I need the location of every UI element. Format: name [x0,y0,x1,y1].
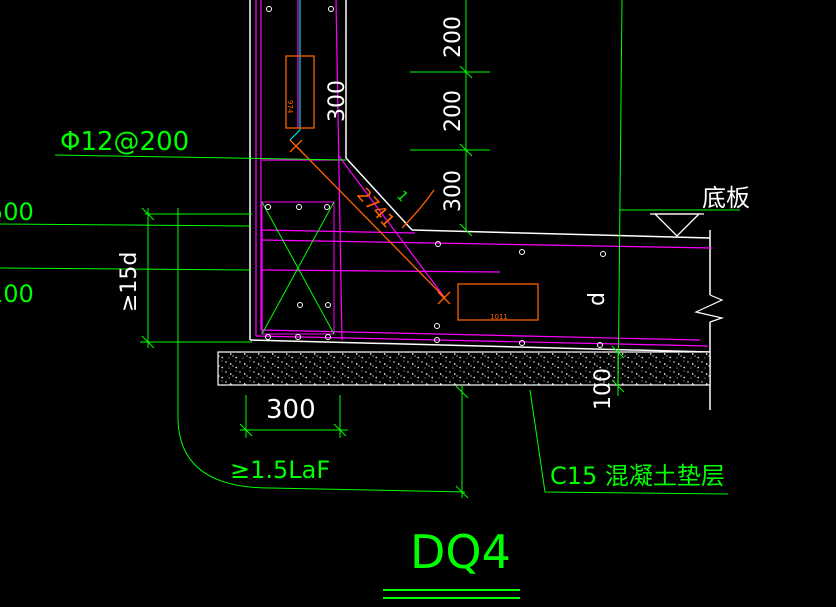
stirrup-cell [261,201,335,335]
dim-100-cushion: 100 [591,368,616,410]
cushion-layer [217,351,711,386]
dim-200-upper: 200 [441,16,466,58]
drawing-title: DQ4 [410,525,511,579]
haunch-angle-label: 1 [393,188,411,205]
anchor-length-label: ≥1.5LaF [230,456,330,484]
dim-200-lower: 200 [441,90,466,132]
rebar-dots [265,6,606,348]
dim-300-wall: 300 [325,80,350,122]
lap-length-label: ≥15d [117,252,142,312]
dim-300-bottom: 300 [266,395,316,425]
left-dim-top: 500 [0,198,34,226]
dimension-lines [0,0,740,599]
cushion-layer-label: C15 混凝土垫层 [550,462,725,490]
slab-thickness-label: d [585,292,610,306]
haunch-rebar [285,55,539,321]
rebar-lines [255,0,713,347]
axis-line [289,0,301,141]
base-slab-label: 底板 [702,184,750,212]
dim-300-right: 300 [441,170,466,212]
wall-outline [249,0,725,410]
left-dim-bottom: 100 [0,280,34,308]
rebar-spec-label: Φ12@200 [60,127,189,157]
base-slab-marker [650,213,704,237]
rebar-tag-lower: 1011 [490,313,508,321]
rebar-tag-upper: 974 [286,100,294,114]
